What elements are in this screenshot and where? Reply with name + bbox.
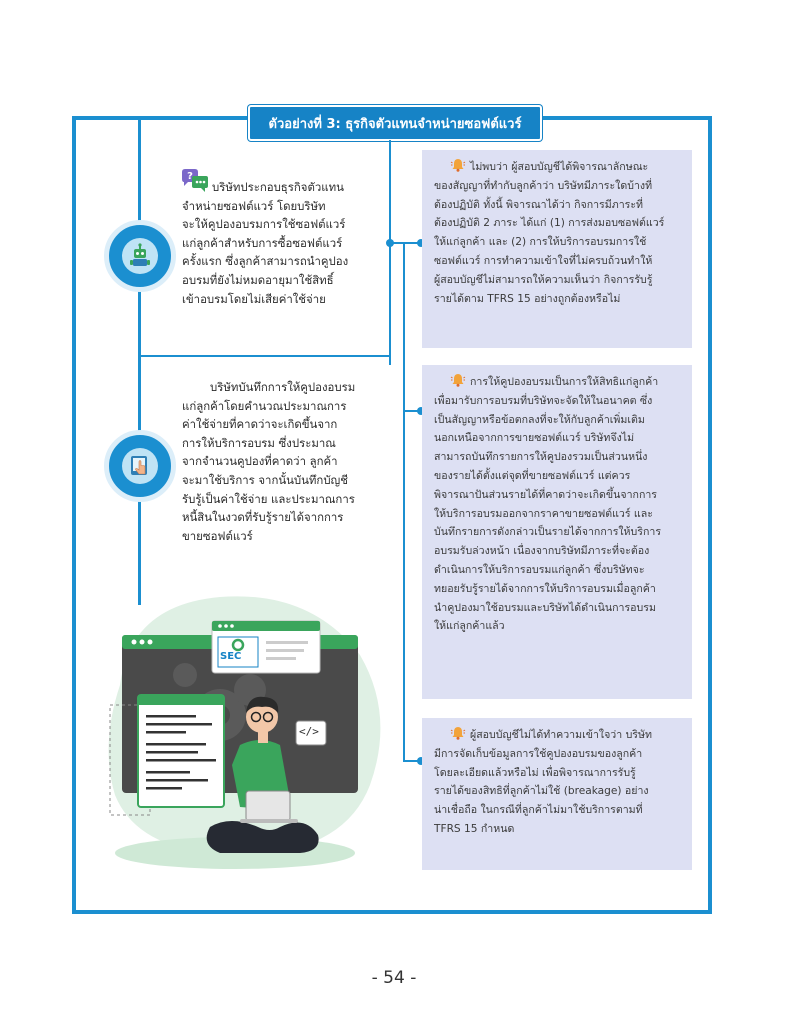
panel-2-line: สามารถบันทึกรายการให้คูปองรวมเป็นส่วนหนึ…: [434, 451, 648, 464]
section-divider: [140, 355, 390, 357]
bracket-dot-1: [386, 239, 394, 247]
left-1-line: จะให้คูปองอบรมการใช้ซอฟต์แวร์: [182, 217, 346, 232]
bell-icon: [450, 374, 466, 387]
panel-3-line: ผู้สอบบัญชีไม่ได้ทำความเข้าใจว่า บริษัท: [434, 726, 686, 745]
bracket-arm-3: [403, 760, 421, 762]
left-2-line: หนี้สินในงวดที่รับรู้รายได้จากการ: [182, 510, 344, 525]
finding-panel-1: ไม่พบว่า ผู้สอบบัญชีได้พิจารณาลักษณะ ของ…: [422, 150, 692, 348]
bracket-dot-2: [417, 239, 425, 247]
left-2-line: ค่าใช้จ่ายที่คาดว่าจะเกิดขึ้นจาก: [182, 417, 338, 432]
left-section-2-text: บริษัทบันทึกการให้คูปองอบรม แก่ลูกค้าโดย…: [182, 378, 355, 545]
connector-vertical-mid: [389, 140, 391, 365]
panel-3-line: รายได้ของสิทธิที่ลูกค้าไม่ใช้ (breakage)…: [434, 785, 649, 798]
panel-2-line: เป็นสัญญาหรือข้อตกลงที่จะให้กับลูกค้าเพิ…: [434, 413, 645, 426]
robot-circle: [104, 220, 176, 292]
panel-1-line: รายได้ตาม TFRS 15 อย่างถูกต้องหรือไม่: [434, 292, 621, 305]
question-chat-icon: ?: [180, 168, 210, 194]
panel-2-line: เพื่อมารับการอบรมที่บริษัทจะจัดให้ในอนาค…: [434, 394, 653, 407]
panel-1-line: ผู้สอบบัญชีไม่สามารถให้ความเห็นว่า กิจกา…: [434, 273, 653, 286]
left-1-line: จำหน่ายซอฟต์แวร์ โดยบริษัท: [182, 198, 326, 213]
page-number: - 54 -: [371, 968, 417, 988]
panel-2-line: นำคูปองมาใช้อบรมและบริษัทได้ดำเนินการอบร…: [434, 601, 656, 614]
panel-2-line: อบรมรับล่วงหน้า เนื่องจากบริษัทมีภาระที่…: [434, 545, 650, 558]
left-2-line: บริษัทบันทึกการให้คูปองอบรม: [210, 380, 356, 394]
left-2-line: แก่ลูกค้าโดยคำนวณประมาณการ: [182, 398, 347, 413]
panel-2-line: ให้แก่ลูกค้าแล้ว: [434, 620, 505, 633]
left-1-line: ครั้งแรก ซึ่งลูกค้าสามารถนำคูปอง: [182, 254, 349, 269]
panel-2-line: ของรายได้ตั้งแต่จุดที่ขายซอฟต์แวร์ แต่คว…: [434, 469, 631, 482]
left-1-line: อบรมที่ยังไม่หมดอายุมาใช้สิทธิ์: [182, 272, 334, 287]
panel-3-line: TFRS 15 กำหนด: [434, 822, 515, 835]
bracket-arm-2: [403, 410, 421, 412]
example-title-badge: ตัวอย่างที่ 3: ธุรกิจตัวแทนจำหน่ายซอฟต์แ…: [248, 105, 542, 141]
panel-1-line: ของสัญญาที่ทำกับลูกค้าว่า บริษัทมีภาระใด…: [434, 179, 653, 192]
bracket-dot-4: [417, 757, 425, 765]
bracket-dot-3: [417, 407, 425, 415]
panel-3-line: น่าเชื่อถือ ในกรณีที่ลูกค้าไม่มาใช้บริกา…: [434, 804, 643, 817]
left-1-line: เข้าอบรมโดยไม่เสียค่าใช้จ่าย: [182, 291, 326, 306]
panel-2-line: ทยอยรับรู้รายได้จากการให้บริการอบรมเมื่อ…: [434, 582, 656, 595]
left-2-line: จะมาใช้บริการ จากนั้นบันทึกบัญชี: [182, 472, 348, 487]
panel-3-line: มีการจัดเก็บข้อมูลการใช้คูปองอบรมของลูกค…: [434, 747, 643, 760]
left-2-line: จากจำนวนคูปองที่คาดว่า ลูกค้า: [182, 454, 338, 469]
finding-panel-3: ผู้สอบบัญชีไม่ได้ทำความเข้าใจว่า บริษัท …: [422, 718, 692, 870]
bracket-arm-1: [389, 242, 421, 244]
code-tag-icon: </>: [299, 725, 319, 738]
example-title: ตัวอย่างที่ 3: ธุรกิจตัวแทนจำหน่ายซอฟต์แ…: [268, 116, 522, 132]
panel-1-line: ให้แก่ลูกค้า และ (2) การให้บริการอบรมการ…: [434, 236, 647, 249]
hand-tap-circle: [104, 430, 176, 502]
bracket-line: [403, 242, 405, 762]
left-2-line: รับรู้เป็นค่าใช้จ่าย และประมาณการ: [182, 491, 355, 506]
left-1-line: บริษัทประกอบธุรกิจตัวแทน: [212, 180, 344, 194]
robot-icon: [130, 243, 150, 266]
panel-2-line: บันทึกรายการดังกล่าวเป็นรายได้จากการให้บ…: [434, 526, 662, 539]
panel-2-line: ให้บริการอบรมออกจากราคาขายซอฟต์แวร์ และ: [434, 507, 653, 520]
panel-2-line: การให้คูปองอบรมเป็นการให้สิทธิแก่ลูกค้า: [434, 373, 686, 392]
timeline-line-left: [138, 120, 141, 605]
left-2-line: ขายซอฟต์แวร์: [182, 528, 253, 543]
panel-1-line: ซอฟต์แวร์ การทำความเข้าใจที่ไม่ครบถ้วนทำ…: [434, 254, 653, 267]
finding-panel-2: การให้คูปองอบรมเป็นการให้สิทธิแก่ลูกค้า …: [422, 365, 692, 699]
panel-1-line: ไม่พบว่า ผู้สอบบัญชีได้พิจารณาลักษณะ: [434, 158, 686, 177]
bell-icon: [450, 727, 466, 740]
sec-logo: SEC: [220, 651, 242, 662]
left-2-line: การให้บริการอบรม ซึ่งประมาณ: [182, 435, 336, 450]
panel-2-line: พิจารณาปันส่วนรายได้ที่คาดว่าจะเกิดขึ้นจ…: [434, 488, 657, 501]
developer-illustration: SEC </>: [100, 595, 390, 880]
bell-icon: [450, 159, 466, 172]
left-1-line: แก่ลูกค้าสำหรับการซื้อซอฟต์แวร์: [182, 235, 343, 250]
svg-text:?: ?: [187, 171, 193, 182]
panel-2-line: ดำเนินการให้บริการอบรมแก่ลูกค้า ซึ่งบริษ…: [434, 563, 645, 576]
left-section-1-text: บริษัทประกอบธุรกิจตัวแทน จำหน่ายซอฟต์แวร…: [182, 178, 348, 308]
hand-tap-icon: [131, 456, 147, 475]
panel-2-line: นอกเหนือจากการขายซอฟต์แวร์ บริษัทจึงไม่: [434, 432, 635, 445]
panel-1-line: ต้องปฏิบัติ ทั้งนี้ พิจารณาได้ว่า กิจการ…: [434, 198, 644, 211]
panel-1-line: ต้องปฏิบัติ 2 ภาระ ได้แก่ (1) การส่งมอบซ…: [434, 217, 665, 230]
panel-3-line: โดยละเอียดแล้วหรือไม่ เพื่อพิจารณาการรับ…: [434, 766, 636, 779]
